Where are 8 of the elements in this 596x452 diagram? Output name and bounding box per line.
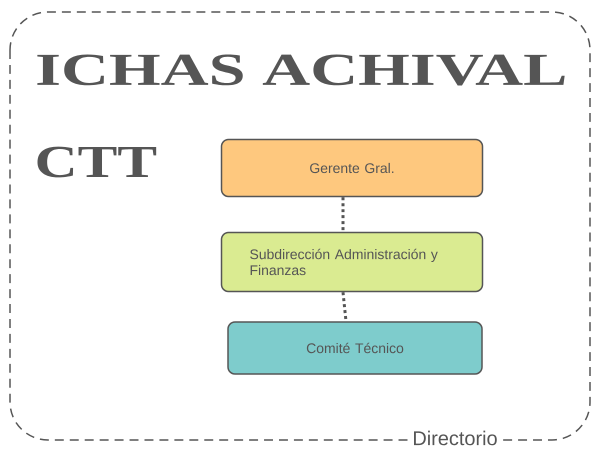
org-box: Comité Técnico (227, 321, 483, 375)
title: ICHAS ACHIVAL (37, 54, 565, 86)
org-box: Subdirección Administración y Finanzas (220, 232, 484, 292)
label: Directorio (410, 428, 500, 448)
connector (342, 197, 344, 232)
connector (342, 292, 348, 322)
label: CTT (38, 146, 156, 178)
org-box: Gerente Gral. (220, 138, 484, 198)
